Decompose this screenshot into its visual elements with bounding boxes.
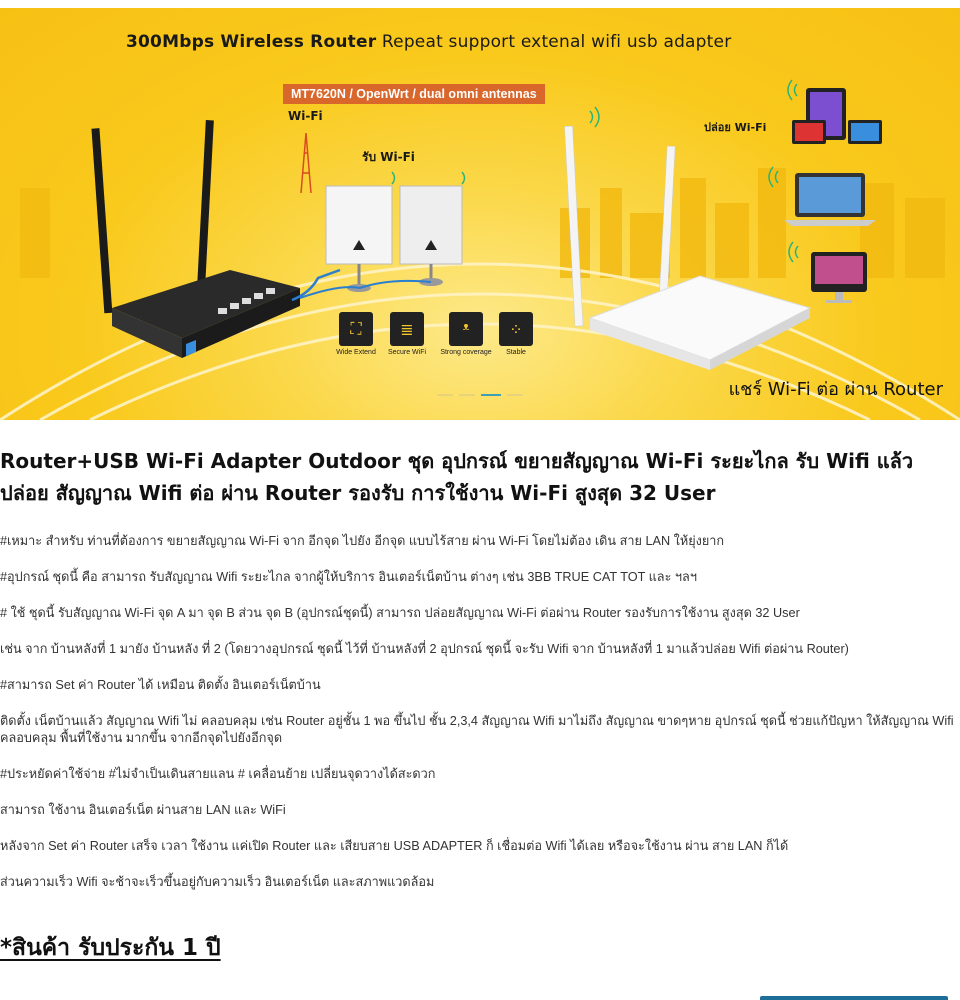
- description-paragraph: #เหมาะ สำหรับ ท่านที่ต้องการ ขยายสัญญาณ …: [0, 534, 725, 548]
- description-paragraph: ติดตั้ง เน็ตบ้านแล้ว สัญญาณ Wifi ไม่ คลอ…: [0, 714, 954, 745]
- banner-title-rest: Repeat support extenal wifi usb adapter: [381, 32, 732, 52]
- laptop: [784, 173, 876, 226]
- lock-icon: ≣: [390, 312, 424, 346]
- feature-label: Strong coverage: [440, 349, 492, 356]
- carousel-dot-active[interactable]: [481, 394, 501, 396]
- description-paragraph: เช่น จาก บ้านหลังที่ 1 มายัง บ้านหลัง ที…: [0, 642, 849, 656]
- antenna-icon: ᵜ: [449, 312, 483, 346]
- carousel-dot[interactable]: [437, 394, 453, 396]
- receiver-panels: [299, 185, 463, 299]
- chip-spec-tag: MT7620N / OpenWrt / dual omni antennas: [283, 84, 545, 104]
- black-router: [91, 120, 341, 358]
- description-paragraph: # ใช้ ชุดนี้ รับสัญญาณ Wi-Fi จุด A มา จุ…: [0, 606, 800, 620]
- description-paragraph: #อุปกรณ์ ชุดนี้ คือ สามารถ รับสัญญาณ Wif…: [0, 570, 697, 584]
- carousel-indicators: [0, 394, 960, 396]
- carousel-dot[interactable]: [507, 394, 523, 396]
- share-wifi-label: แชร์ Wi-Fi ต่อ ผ่าน Router: [728, 379, 943, 400]
- wifi-tower: [300, 132, 312, 194]
- release-wifi-label: ปล่อย Wi-Fi: [704, 121, 767, 134]
- feature-label: Stable: [506, 349, 526, 356]
- white-router: [564, 125, 812, 370]
- banner-title-bold: 300Mbps Wireless Router: [126, 32, 377, 52]
- description-paragraph: สามารถ ใช้งาน อินเตอร์เน็ต ผ่านสาย LAN แ…: [0, 803, 286, 817]
- warranty-heading: *สินค้า รับประกัน 1 ปี: [0, 935, 221, 961]
- banner-illustration: [0, 79, 960, 420]
- expand-icon: ⛶: [339, 312, 373, 346]
- product-headline: Router+USB Wi-Fi Adapter Outdoor ชุด อุป…: [0, 449, 914, 505]
- carousel-dot[interactable]: [459, 394, 475, 396]
- network-icon: ⁘: [499, 312, 533, 346]
- desktop-monitor: [811, 252, 867, 303]
- product-banner[interactable]: 300Mbps Wireless Router Repeat support e…: [0, 8, 960, 420]
- product-description: Router+USB Wi-Fi Adapter Outdoor ชุด อุป…: [0, 445, 960, 910]
- tablets: [792, 88, 882, 144]
- description-paragraph: หลังจาก Set ค่า Router เสร็จ เวลา ใช้งาน…: [0, 839, 789, 853]
- wifi-source-label: Wi-Fi: [288, 109, 323, 123]
- floating-action-button[interactable]: [760, 996, 948, 1000]
- description-paragraph: #ประหยัดค่าใช้จ่าย #ไม่จำเป็นเดินสายแลน …: [0, 767, 436, 781]
- description-paragraph: #สามารถ Set ค่า Router ได้ เหมือน ติดตั้…: [0, 678, 321, 692]
- banner-title: 300Mbps Wireless Router Repeat support e…: [126, 32, 731, 52]
- receive-wifi-label: รับ Wi-Fi: [362, 150, 415, 164]
- description-paragraph: ส่วนความเร็ว Wifi จะช้าจะเร็วขึ้นอยู่กับ…: [0, 875, 435, 889]
- feature-label: Secure WiFi: [387, 349, 427, 356]
- feature-label: Wide Extend: [336, 349, 376, 356]
